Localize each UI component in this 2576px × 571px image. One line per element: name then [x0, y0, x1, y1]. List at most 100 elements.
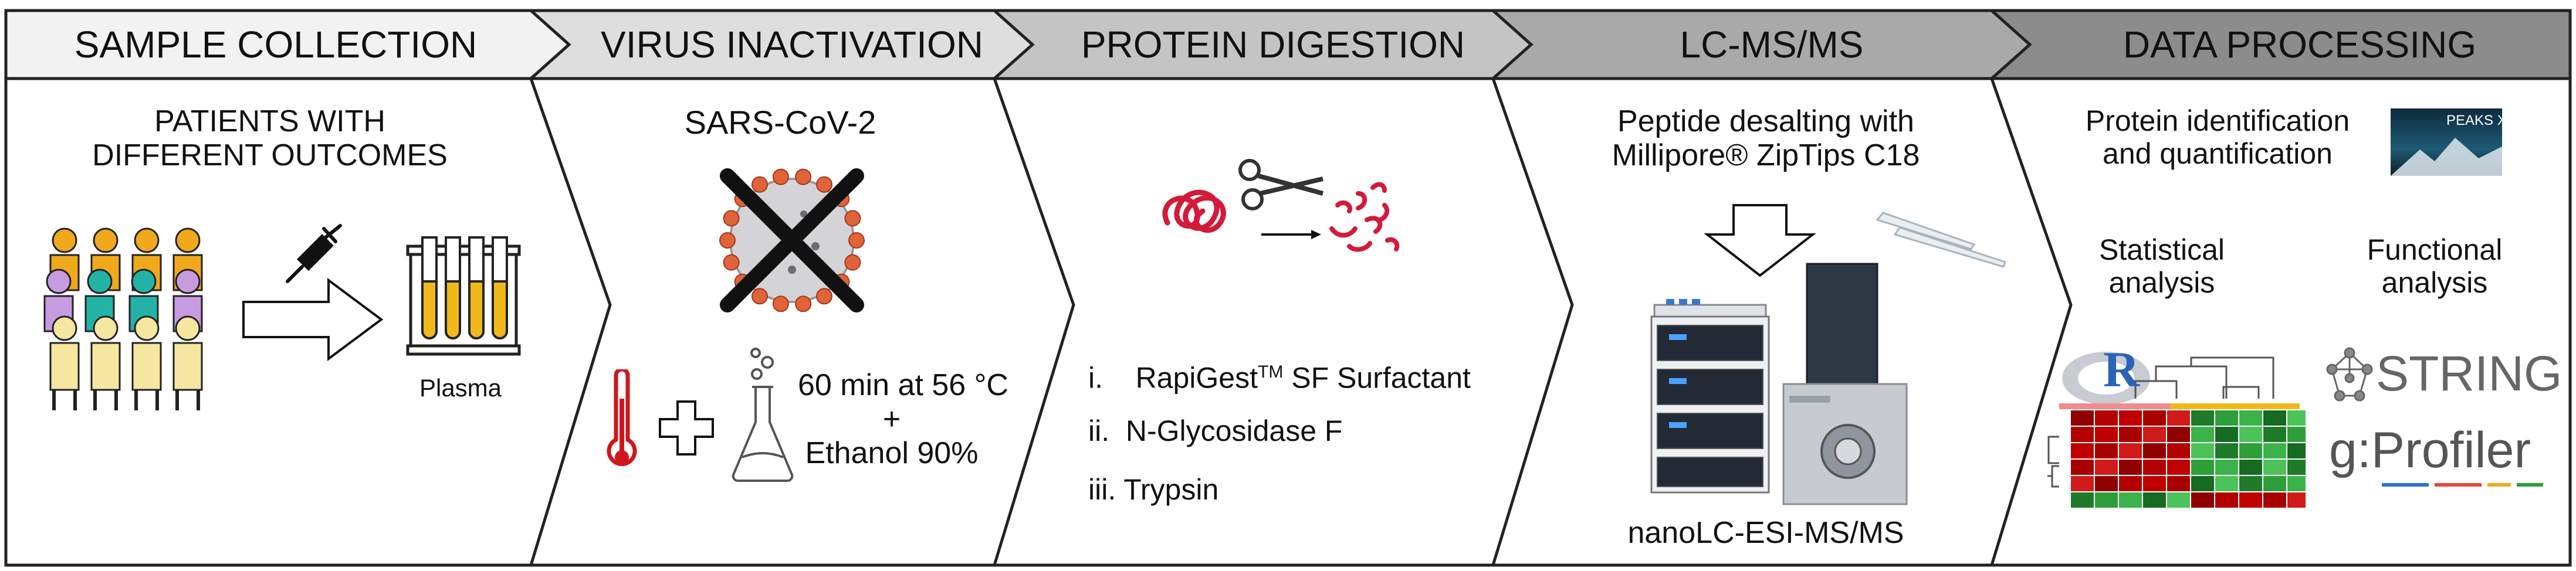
step-marker: i. [1088, 361, 1103, 395]
virus-spike [844, 210, 861, 227]
virus-spike [816, 288, 832, 305]
inactivation-conditions: 60 min at 56 °C + Ethanol 90% [798, 368, 1008, 471]
virus-spike [795, 295, 812, 312]
mountain-icon [2391, 138, 2502, 176]
heatmap-cell [2167, 460, 2190, 475]
heatmap-cell [2239, 427, 2262, 442]
heatmap-cell [2287, 460, 2306, 475]
virus-spike [719, 232, 736, 249]
string-logo: STRING [2376, 346, 2563, 401]
protein-digestion-icon [1162, 159, 1400, 252]
step-text: N-Glycosidase F [1125, 414, 1343, 447]
virus-spike [752, 176, 768, 193]
condition-line2: Ethanol 90% [805, 436, 979, 471]
step-title-protein-digestion: PROTEIN DIGESTION [1081, 23, 1465, 66]
heatmap-cell [2143, 492, 2166, 508]
digestion-step-3: iii. Trypsin [1088, 460, 1218, 519]
heatmap-cell [2215, 460, 2238, 475]
heatmap-cell [2191, 492, 2214, 508]
heatmap-cell [2287, 476, 2306, 491]
heatmap-cells [2071, 410, 2306, 508]
virus-spike [723, 254, 740, 271]
scissors-icon [1238, 159, 1324, 210]
heatmap-cell [2095, 410, 2118, 426]
step-text: RapiGest [1135, 361, 1258, 395]
statistical-line2: analysis [2108, 266, 2215, 299]
patients-label-line1: PATIENTS WITH [154, 104, 385, 138]
heatmap-cell [2071, 460, 2094, 475]
heatmap-cell [2071, 427, 2094, 442]
heatmap-cell [2215, 492, 2238, 508]
step-title-lcms: LC-MS/MS [1680, 23, 1864, 66]
patients-crowd-icon [43, 227, 203, 410]
virus-crossed-icon [719, 168, 865, 312]
desalting-line1: Peptide desalting with [1617, 104, 1914, 138]
protein-coil [1162, 189, 1226, 233]
virus-spike [723, 210, 740, 227]
functional-label: Functional analysis [2341, 233, 2528, 299]
heatmap-cell [2215, 410, 2238, 426]
heatmap-cell [2239, 476, 2262, 491]
heatmap-cell [2215, 443, 2238, 458]
heatmap-cell [2143, 427, 2166, 442]
heatmap-cell [2143, 460, 2166, 475]
heatmap-cell [2143, 410, 2166, 426]
syringe-icon [286, 224, 342, 283]
virus-spike [844, 254, 861, 271]
desalting-label: Peptide desalting with Millipore® ZipTip… [1555, 104, 1977, 172]
step-suffix: SF Surfactant [1283, 361, 1471, 395]
heatmap-cell [2167, 410, 2190, 426]
virus-spike [752, 288, 768, 305]
virus-spike [816, 176, 832, 193]
heatmap-cell [2263, 492, 2286, 508]
step-title-sample-collection: SAMPLE COLLECTION [74, 23, 478, 66]
trademark-sup: TM [1258, 362, 1284, 382]
heatmap-cell [2263, 427, 2286, 442]
patients-label: PATIENTS WITH DIFFERENT OUTCOMES [59, 104, 481, 172]
peaks-logo-text: PEAKS X+ [2446, 113, 2515, 128]
heatmap-cell [2095, 443, 2118, 458]
step-marker: iii. [1088, 473, 1116, 506]
statistical-line1: Statistical [2099, 233, 2225, 266]
heatmap-cell [2191, 410, 2214, 426]
ziptips-icon [1876, 212, 2006, 268]
string-network-icon [2326, 347, 2373, 402]
heatmap-cell [2239, 410, 2262, 426]
condition-line1: 60 min at 56 °C [798, 368, 1008, 402]
identification-line1: Protein identification [2085, 104, 2350, 137]
gprofiler-logo: g:Profiler [2329, 422, 2531, 478]
heatmap-cell [2263, 460, 2286, 475]
desalting-line2: Millipore® ZipTips C18 [1612, 138, 1920, 173]
heatmap-cell [2239, 492, 2262, 508]
heatmap-cell [2191, 460, 2214, 475]
plasma-tubes-icon [406, 236, 521, 356]
heatmap-cell [2071, 410, 2094, 426]
gprofiler-underline [2382, 483, 2543, 487]
heatmap-cell [2143, 443, 2166, 458]
heatmap-cell [2239, 443, 2262, 458]
lc-system-icon [1650, 299, 1770, 494]
heatmap-cell [2191, 427, 2214, 442]
arrow-icon [242, 278, 384, 361]
heatmap-cell [2287, 492, 2306, 508]
heatmap-cell [2095, 460, 2118, 475]
heatmap-cell [2095, 427, 2118, 442]
condition-plus: + [882, 402, 901, 437]
heatmap-cell [2119, 460, 2142, 475]
heatmap-cell [2119, 492, 2142, 508]
instrument-label: nanoLC-ESI-MS/MS [1627, 516, 1904, 550]
heatmap-cell [2071, 492, 2094, 508]
thermometer-icon [607, 369, 637, 467]
virus-spike [848, 232, 865, 249]
peptide-fragments [1329, 182, 1400, 252]
identification-line2: and quantification [2103, 137, 2333, 170]
heatmap-cell [2263, 443, 2286, 458]
functional-line2: analysis [2381, 266, 2488, 299]
heatmap-cell [2167, 427, 2190, 442]
separator-2 [993, 78, 1075, 566]
heatmap-cell [2119, 443, 2142, 458]
virus-spike [772, 295, 789, 312]
digestion-step-1: i. RapiGestTM SF Surfactant [1088, 343, 1471, 407]
virus-name: SARS-CoV-2 [684, 104, 876, 141]
